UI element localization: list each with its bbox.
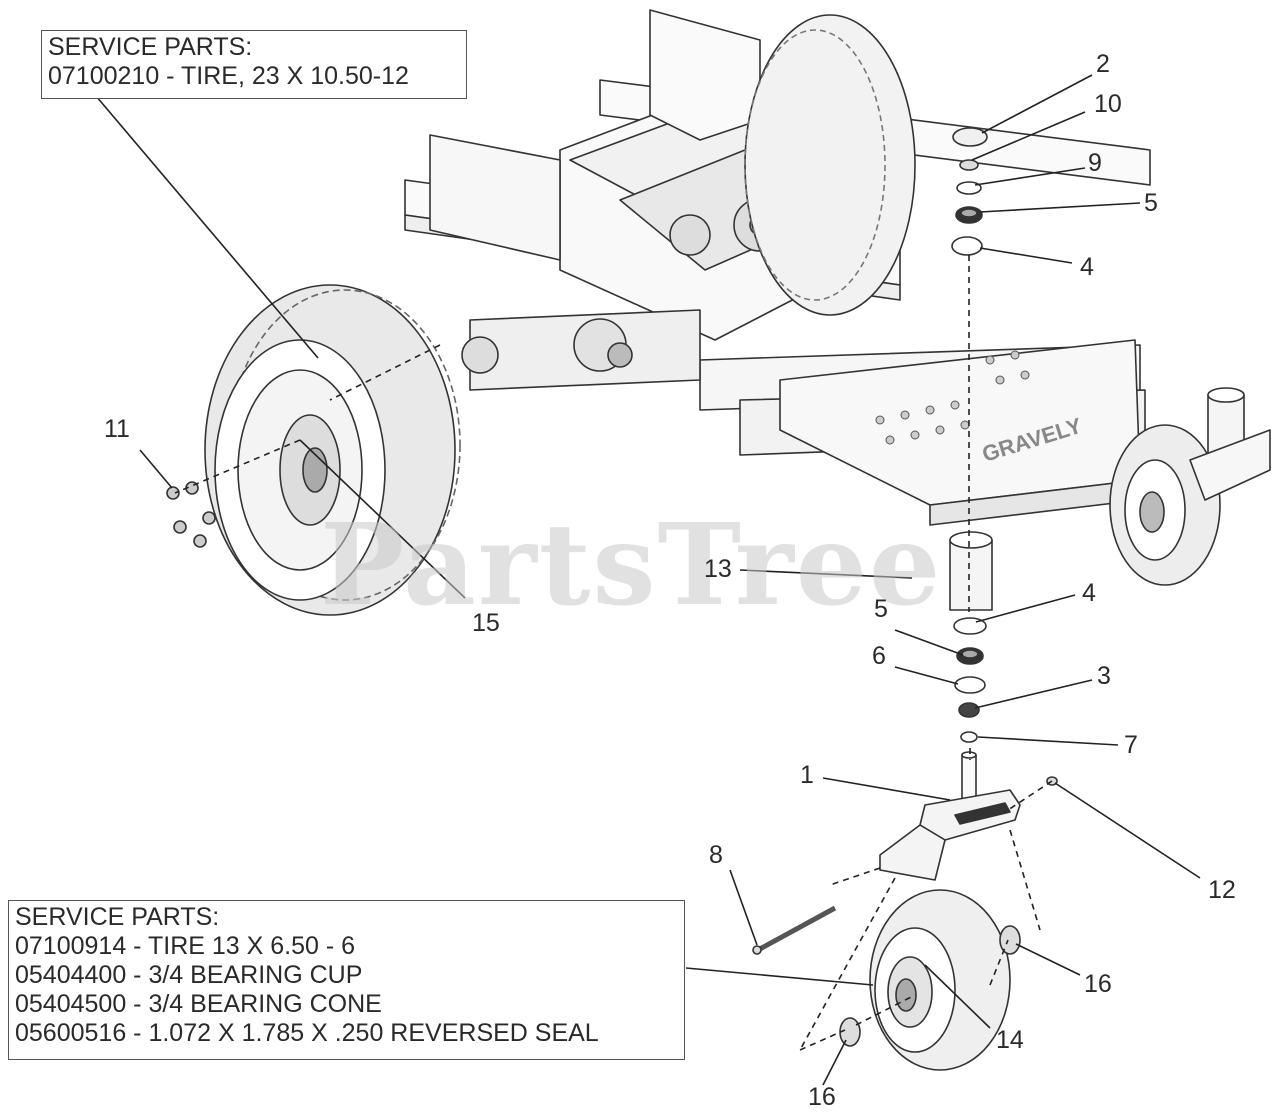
callout-7[interactable]: 7	[1124, 731, 1138, 759]
callout-14[interactable]: 14	[996, 1026, 1024, 1054]
callout-15[interactable]: 15	[472, 609, 500, 637]
seal-right	[999, 925, 1021, 955]
service-part-line: 07100210 - TIRE, 23 X 10.50-12	[48, 62, 409, 90]
callout-leaders	[95, 74, 1201, 1086]
callout-16-left[interactable]: 16	[808, 1083, 836, 1111]
callout-9[interactable]: 9	[1088, 149, 1102, 177]
callout-11[interactable]: 11	[104, 415, 130, 443]
callout-6[interactable]: 6	[872, 642, 886, 670]
callout-8[interactable]: 8	[709, 841, 723, 869]
service-parts-box-bottom: SERVICE PARTS: 07100914 - TIRE 13 X 6.50…	[8, 900, 685, 1060]
callout-4-lower[interactable]: 4	[1082, 579, 1096, 607]
rear-left-tire	[204, 284, 461, 616]
service-parts-heading: SERVICE PARTS:	[15, 903, 220, 931]
callout-10[interactable]: 10	[1094, 90, 1122, 118]
caster-fork	[879, 751, 1021, 881]
callout-12[interactable]: 12	[1208, 876, 1236, 904]
service-part-line: 05404500 - 3/4 BEARING CONE	[15, 990, 382, 1018]
lower-bearing-stack	[953, 617, 987, 743]
right-front-caster	[1109, 424, 1271, 586]
rear-right-tire	[744, 14, 916, 316]
callout-5-upper[interactable]: 5	[1144, 189, 1158, 217]
service-parts-box-top: SERVICE PARTS: 07100210 - TIRE, 23 X 10.…	[41, 30, 467, 99]
watermark: PartsTree	[320, 500, 943, 631]
seal-left	[839, 1017, 861, 1047]
callout-2[interactable]: 2	[1096, 50, 1110, 78]
callout-16-right[interactable]: 16	[1084, 970, 1112, 998]
callout-13[interactable]: 13	[704, 555, 732, 583]
assembly-guide-lines	[174, 255, 1053, 1051]
service-parts-heading: SERVICE PARTS:	[48, 33, 253, 61]
callout-1[interactable]: 1	[800, 761, 814, 789]
callout-3[interactable]: 3	[1097, 662, 1111, 690]
lug-nuts	[166, 481, 216, 548]
service-part-line: 05600516 - 1.072 X 1.785 X .250 REVERSED…	[15, 1019, 599, 1047]
callout-4-upper[interactable]: 4	[1080, 253, 1094, 281]
axle-bolt	[752, 905, 837, 955]
service-part-line: 05404400 - 3/4 BEARING CUP	[15, 961, 363, 989]
callout-5-lower[interactable]: 5	[874, 595, 888, 623]
service-part-line: 07100914 - TIRE 13 X 6.50 - 6	[15, 932, 356, 960]
